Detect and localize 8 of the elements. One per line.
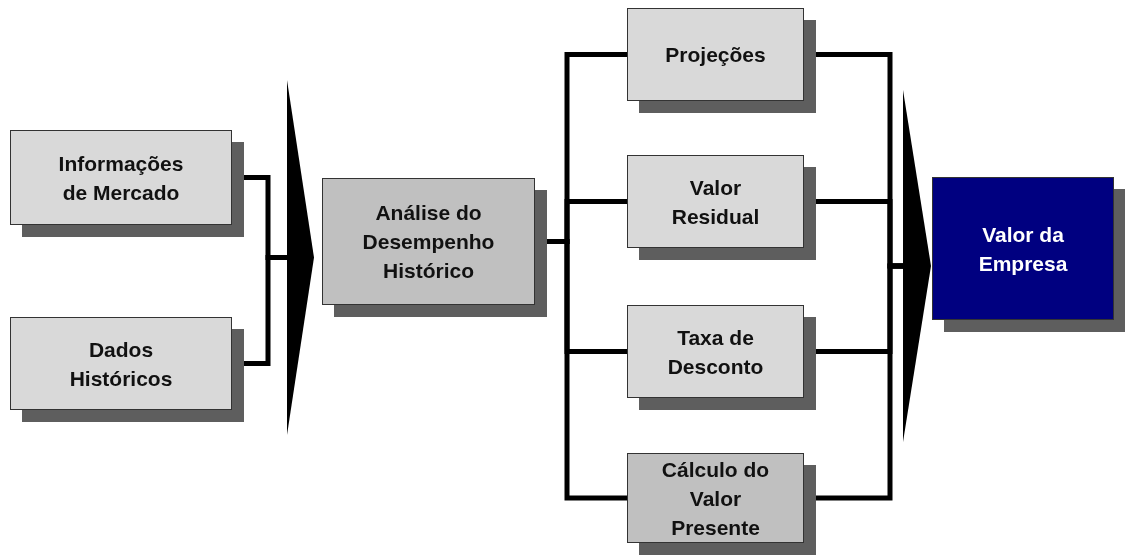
- box-label: Valor da Empresa: [977, 221, 1069, 277]
- box-label: Cálculo do Valor Presente: [660, 456, 771, 541]
- box-label: Projeções: [665, 42, 766, 68]
- box-label: Valor Residual: [670, 174, 761, 230]
- box-label: Dados Históricos: [68, 336, 174, 392]
- box-label: Análise do Desempenho Histórico: [361, 200, 496, 284]
- box-label: Informações de Mercado: [57, 150, 185, 206]
- box-label: Taxa de Desconto: [666, 324, 765, 380]
